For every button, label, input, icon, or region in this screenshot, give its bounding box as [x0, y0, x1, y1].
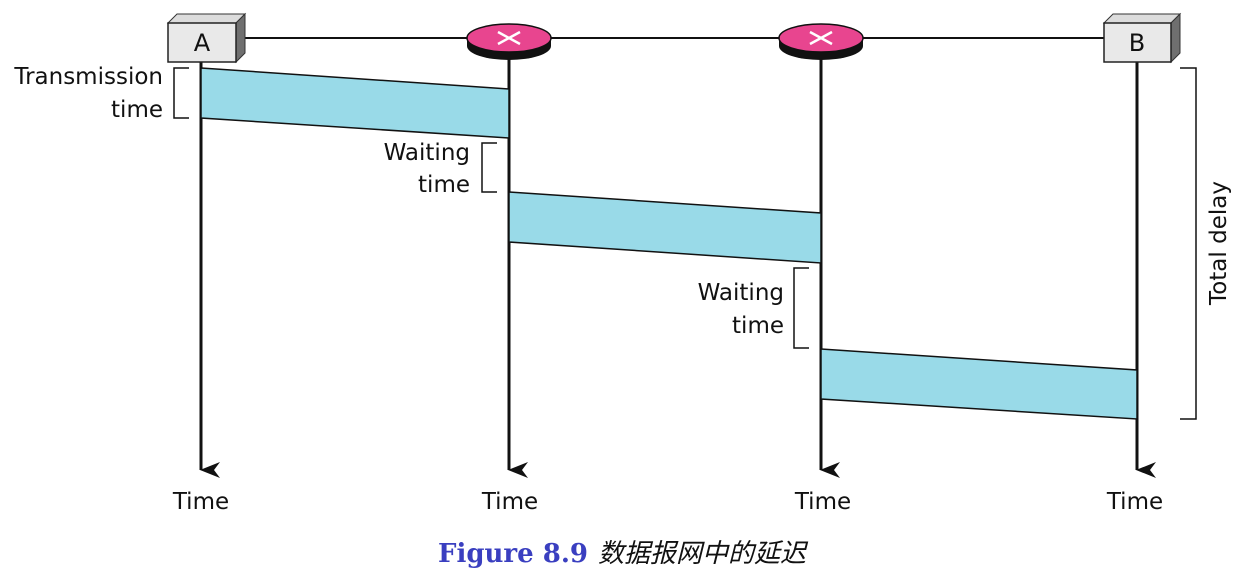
packet-transmission-2: [508, 191, 822, 264]
figure-number: Figure 8.9: [438, 539, 588, 569]
figure-caption: Figure 8.9 数据报网中的延迟: [0, 533, 1244, 570]
waiting-time-1-label-line1: Waiting: [384, 140, 470, 166]
packet-transmission-3: [820, 348, 1138, 420]
waiting-time-1-label-line2: time: [418, 172, 470, 198]
transmission-time-bracket: [173, 67, 189, 119]
figure-title: 数据报网中的延迟: [597, 539, 806, 569]
transmission-time-label-line1: Transmission: [13, 64, 163, 90]
waiting-time-2-label-line1: Waiting: [698, 280, 784, 306]
host-a: A: [166, 12, 247, 64]
time-axis-router1-label: Time: [481, 489, 538, 515]
time-axis-a-label: Time: [172, 489, 229, 515]
total-delay-bracket: [1180, 67, 1197, 420]
router-2-icon: [778, 23, 864, 60]
waiting-time-bracket-2: [793, 267, 809, 349]
router-1-icon: [466, 23, 552, 60]
time-axis-b-label: Time: [1106, 489, 1163, 515]
waiting-time-2-label-line2: time: [732, 313, 784, 339]
transmission-time-label-line2: time: [111, 97, 163, 123]
time-axis-router2-label: Time: [794, 489, 851, 515]
host-a-label: A: [194, 29, 211, 57]
host-b: B: [1102, 12, 1182, 64]
packet-transmission-1: [200, 67, 510, 139]
host-b-label: B: [1129, 29, 1145, 57]
total-delay-label: Total delay: [1206, 181, 1232, 306]
waiting-time-bracket-1: [481, 142, 497, 193]
